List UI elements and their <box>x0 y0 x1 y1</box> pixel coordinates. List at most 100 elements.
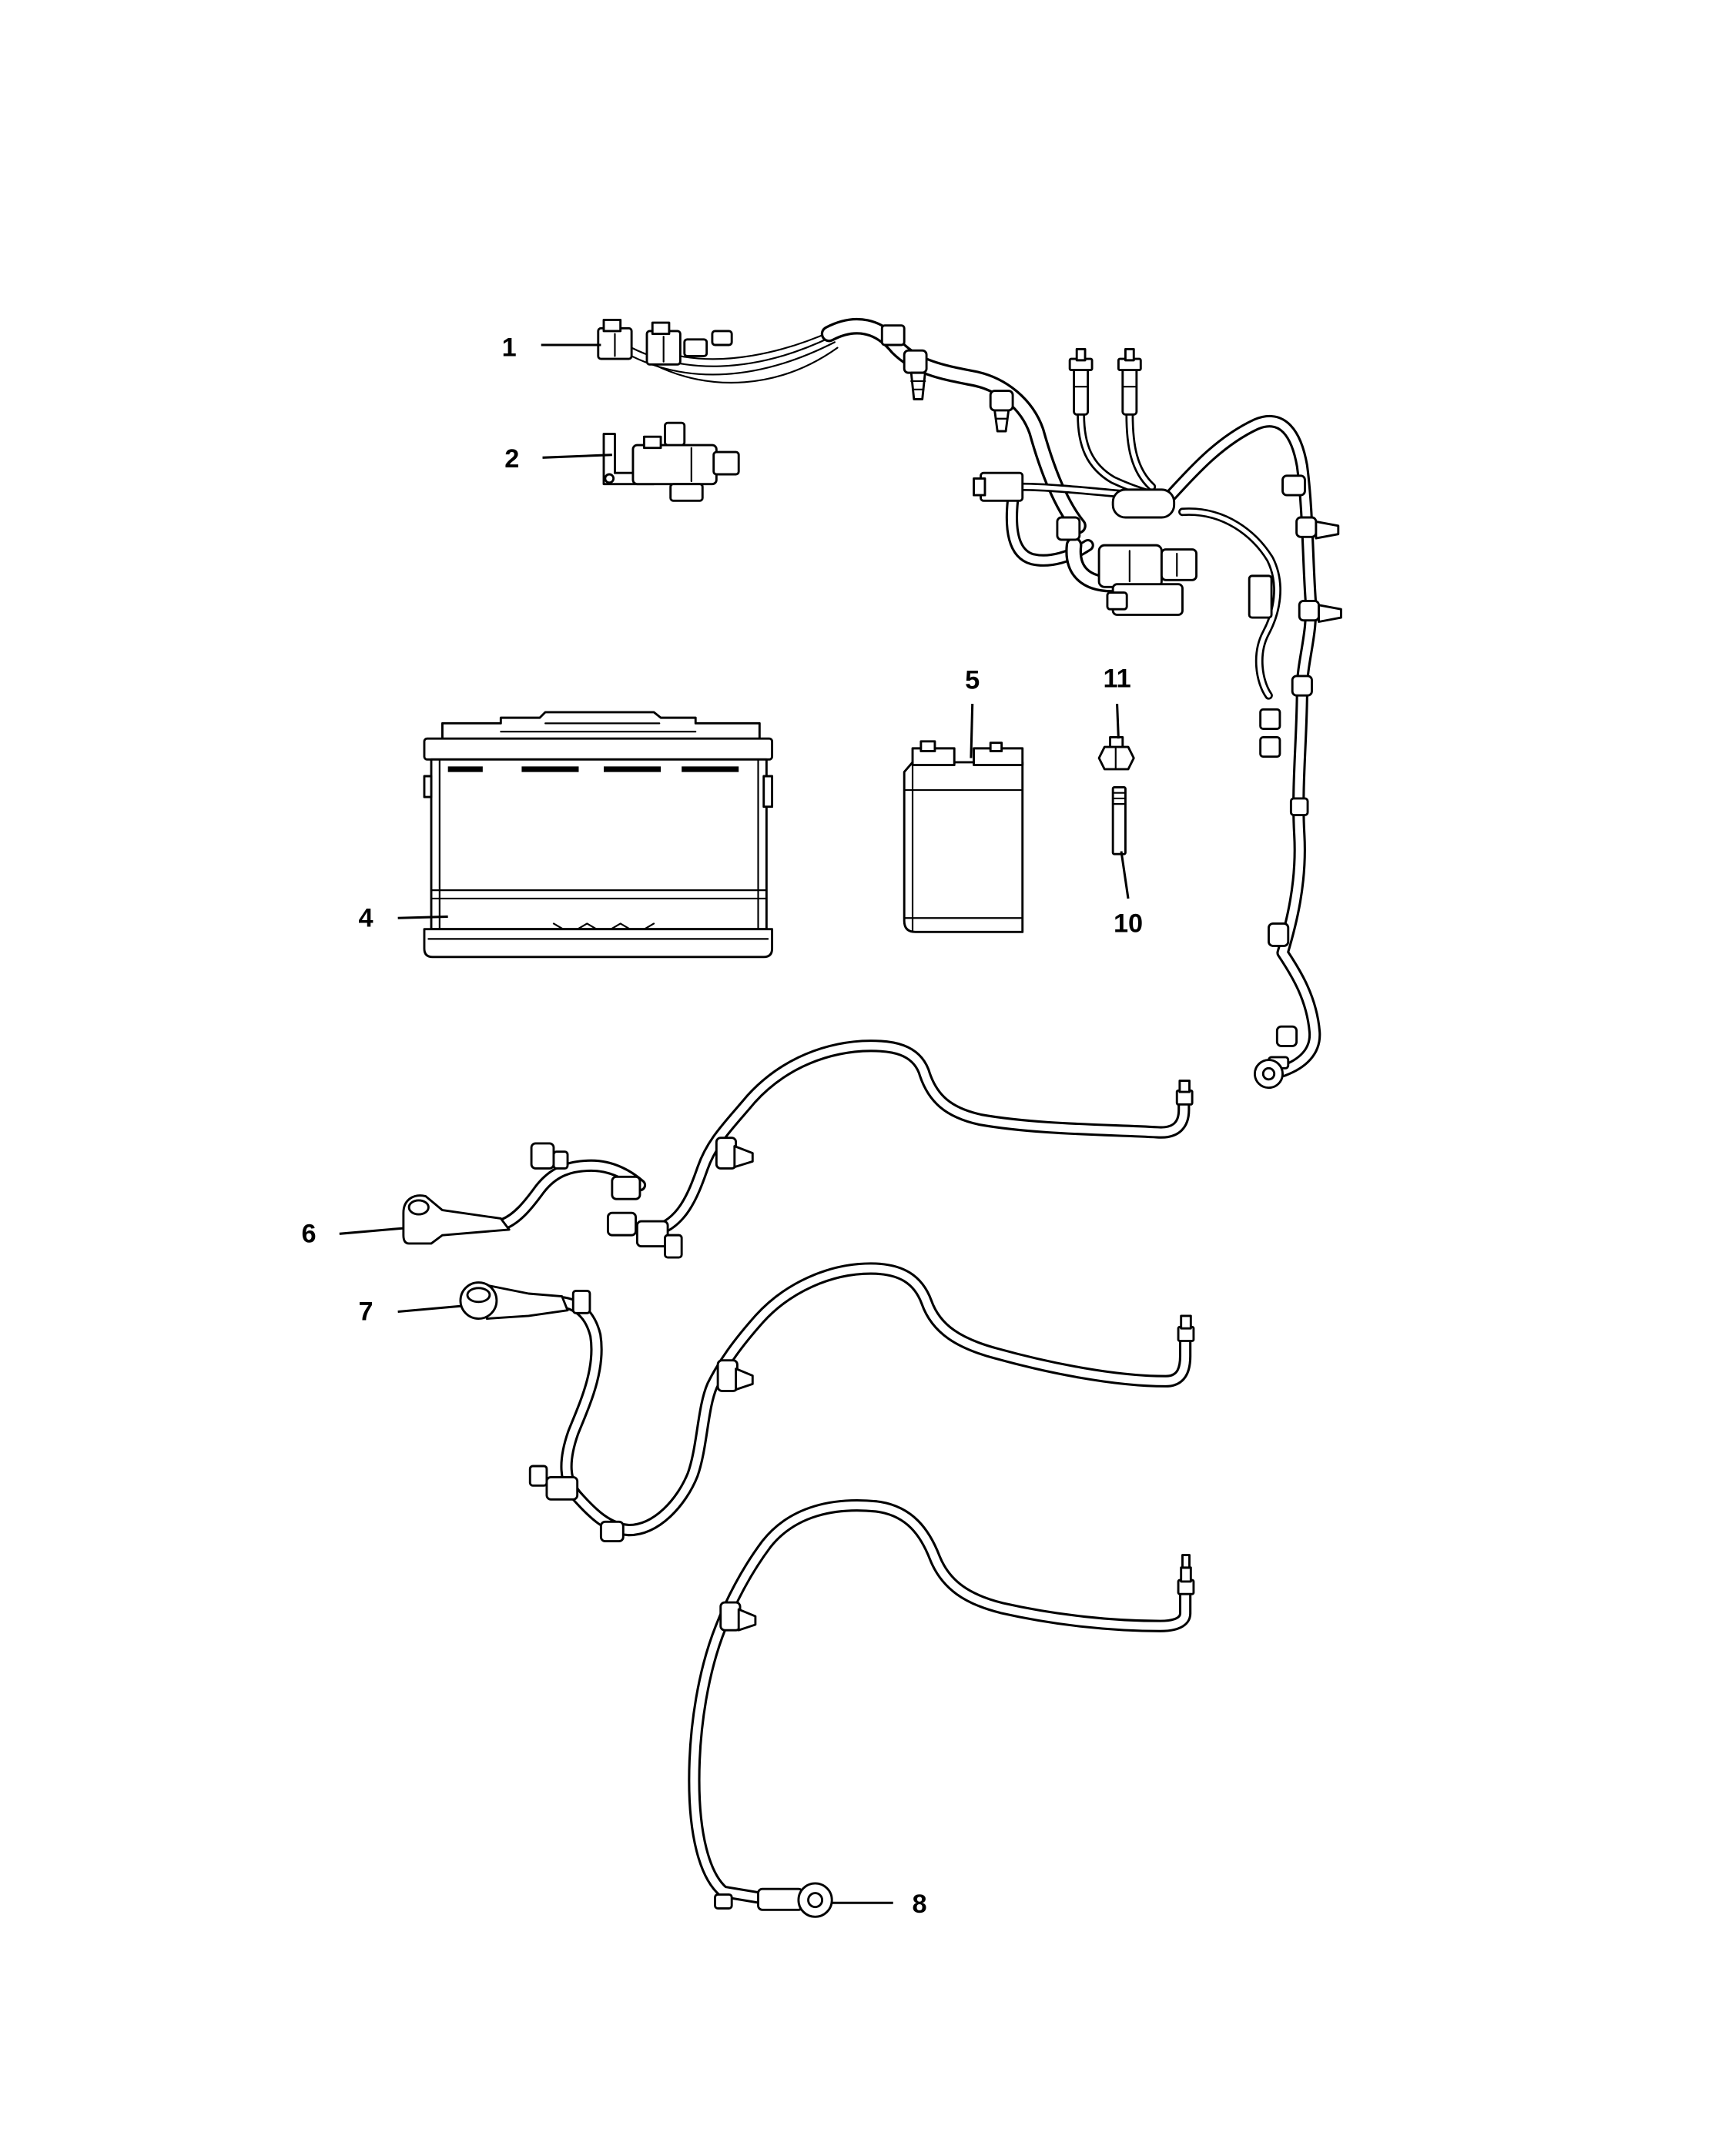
leader-line-11 <box>1116 704 1120 739</box>
leader-line-10 <box>1120 851 1130 899</box>
cable-7-outline <box>557 1268 1186 1530</box>
fusible-link <box>1121 366 1138 416</box>
part-4-battery <box>423 711 774 959</box>
fusible-link-tip <box>1124 347 1135 362</box>
harness-connector <box>880 324 906 346</box>
cable-7 <box>557 1268 1186 1530</box>
aux-battery-terminal <box>989 742 1003 752</box>
connector-clip <box>664 421 686 447</box>
cable-7-terminal-body <box>485 1284 569 1320</box>
part-10-stud <box>1111 786 1127 855</box>
harness-connector <box>1248 574 1273 619</box>
callout-6: 6 <box>301 1219 316 1248</box>
callout-8: 8 <box>913 1890 927 1919</box>
callout-1: 1 <box>502 333 517 363</box>
harness-clip <box>1295 516 1318 538</box>
battery-side-tab <box>423 775 433 798</box>
part-8-battery-cable <box>694 1505 1195 1918</box>
cable-7-connector <box>528 1465 548 1487</box>
connector-body <box>631 444 718 486</box>
bracket-bolt <box>604 473 615 484</box>
part-11-nut <box>1097 735 1135 771</box>
leader-line-5 <box>970 704 974 758</box>
ground-ring-terminal-hole <box>1261 1066 1276 1081</box>
cable-8-fitting-tip <box>1181 1554 1191 1569</box>
battery-case <box>430 758 768 931</box>
cable-6-connector <box>664 1234 683 1259</box>
callout-5: 5 <box>965 665 980 695</box>
harness-clip <box>1268 922 1290 947</box>
cable-6-fitting-hex <box>1178 1080 1191 1093</box>
callouts: 1 2 4 5 6 7 8 10 11 <box>301 333 1143 1919</box>
harness-connector <box>1259 708 1281 731</box>
cable-8-fitting-hex <box>1180 1566 1192 1583</box>
harness-connector <box>980 471 1024 502</box>
aux-battery-case <box>903 761 1024 933</box>
part-7-battery-cable <box>459 1268 1195 1542</box>
harness-trunk-outline <box>829 326 1078 526</box>
leader-line-2 <box>542 454 612 459</box>
harness-clip <box>1281 474 1306 497</box>
harness-clip <box>989 390 1014 412</box>
harness-connector <box>711 330 733 346</box>
harness-clip <box>903 349 928 374</box>
cable-7-terminal-clamp <box>466 1287 491 1304</box>
callout-11: 11 <box>1103 665 1130 694</box>
leader-line-7 <box>397 1304 461 1314</box>
harness-clip <box>1289 797 1309 817</box>
cable-7-clip <box>716 1359 739 1392</box>
harness-clip <box>1291 675 1313 697</box>
harness-clip <box>1056 516 1081 541</box>
cable-7-connector <box>545 1476 579 1501</box>
leader-line-6 <box>339 1227 404 1235</box>
harness-connector-tab <box>1106 591 1128 611</box>
stud-shaft <box>1111 786 1127 855</box>
battery-lid <box>423 737 774 761</box>
push-pin-fastener <box>733 1145 754 1169</box>
cable-6-battery-terminal <box>402 1194 511 1245</box>
harness-connector <box>1259 735 1281 758</box>
push-pin-fastener <box>909 371 926 400</box>
callout-7: 7 <box>359 1297 373 1326</box>
cable-8-bracket <box>714 1893 733 1910</box>
cable-7-fitting-hex <box>1180 1314 1192 1330</box>
cable-7-clip <box>571 1289 591 1314</box>
fusible-link <box>1073 366 1090 416</box>
cable-8-terminal-body <box>757 1887 804 1911</box>
push-pin-fastener <box>737 1608 757 1632</box>
harness-ground-lead <box>1283 688 1315 1071</box>
push-pin-fastener <box>993 409 1010 433</box>
harness-connector-tab <box>973 477 986 497</box>
harness-wire <box>679 330 833 360</box>
cable-6-connector <box>606 1211 637 1237</box>
push-pin-fastener <box>735 1368 754 1391</box>
cable-7-clip <box>599 1520 625 1542</box>
cable-6-connector <box>635 1220 669 1248</box>
callout-2: 2 <box>504 444 519 474</box>
cable-8-clip <box>719 1601 742 1632</box>
cable-6-connector <box>611 1175 641 1200</box>
cable-6-clip <box>552 1150 569 1170</box>
battery-side-tab <box>762 775 774 808</box>
cable-8 <box>694 1505 1185 1900</box>
harness-junction-sleeve <box>1111 488 1176 519</box>
connector-lower-housing <box>669 483 704 502</box>
harness-clip <box>1298 599 1320 622</box>
harness-wire <box>652 346 839 384</box>
connector-tab <box>642 435 662 450</box>
part-2-bracket-assembly <box>602 421 740 502</box>
battery-top-ridge <box>441 711 761 742</box>
cable-8-terminal-hole <box>807 1892 824 1909</box>
fusible-link-tip <box>1075 347 1087 362</box>
harness-connector-latch <box>602 319 622 333</box>
cable-6-clip <box>715 1137 738 1170</box>
connector-plug <box>712 450 740 476</box>
callout-4: 4 <box>359 903 373 932</box>
part-6-battery-cable <box>402 1046 1194 1259</box>
battery-base <box>423 928 774 959</box>
push-pin-fastener <box>1318 604 1342 623</box>
part-5-auxiliary-battery <box>903 740 1024 933</box>
leader-line-4 <box>397 915 448 919</box>
cable-6-terminal-clamp <box>407 1199 430 1216</box>
